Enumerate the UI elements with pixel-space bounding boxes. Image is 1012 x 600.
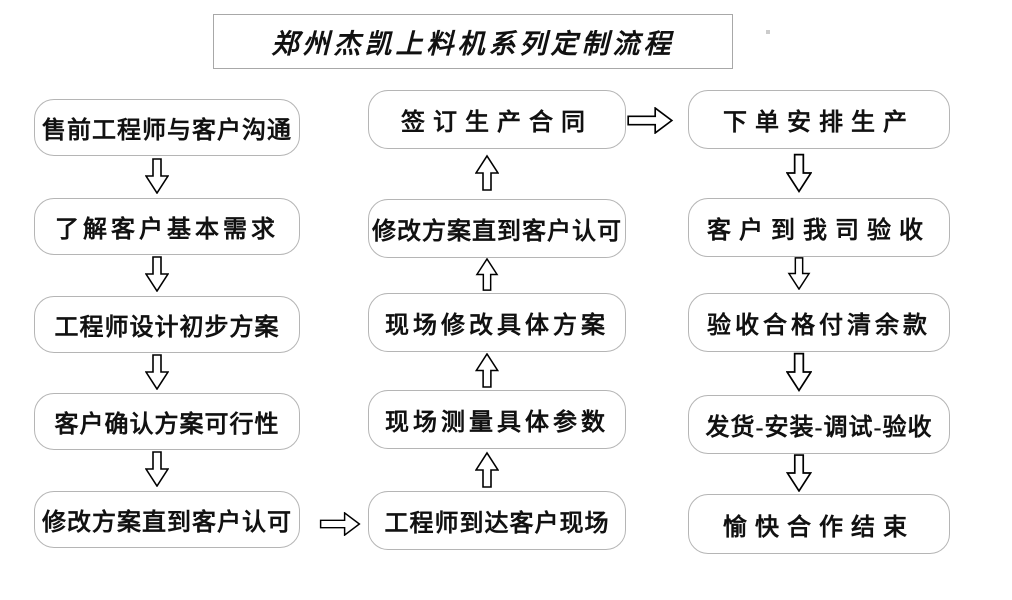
right-arrow-icon (623, 107, 677, 134)
flow-step-right-1: 下单安排生产 (688, 90, 950, 149)
flow-step-right-3: 验收合格付清余款 (688, 293, 950, 352)
down-arrow-icon (786, 152, 812, 194)
flow-step-left-2: 了解客户基本需求 (34, 198, 300, 255)
page-title: 郑州杰凯上料机系列定制流程 (271, 29, 675, 59)
flow-step-middle-3: 现场修改具体方案 (368, 293, 626, 352)
up-arrow-icon (475, 152, 499, 194)
flow-step-left-3: 工程师设计初步方案 (34, 296, 300, 353)
flow-step-middle-2: 修改方案直到客户认可 (368, 199, 626, 258)
down-arrow-icon (145, 158, 169, 194)
flow-step-middle-1: 签订生产合同 (368, 90, 626, 149)
up-arrow-icon (475, 258, 499, 291)
flow-step-left-5: 修改方案直到客户认可 (34, 491, 300, 548)
flow-step-right-5: 愉快合作结束 (688, 494, 950, 554)
flow-step-middle-4: 现场测量具体参数 (368, 390, 626, 449)
down-arrow-icon (145, 354, 169, 390)
flow-step-middle-5: 工程师到达客户现场 (368, 491, 626, 550)
flow-step-left-4: 客户确认方案可行性 (34, 393, 300, 450)
flow-step-left-1: 售前工程师与客户沟通 (34, 99, 300, 156)
down-arrow-icon (145, 451, 169, 487)
stray-dot-mark (766, 30, 770, 34)
down-arrow-icon (786, 257, 812, 290)
up-arrow-icon (475, 451, 499, 489)
down-arrow-icon (786, 352, 812, 392)
right-arrow-icon (319, 512, 361, 536)
title-box: 郑州杰凯上料机系列定制流程 (213, 14, 733, 69)
up-arrow-icon (475, 353, 499, 388)
flow-step-right-4: 发货-安装-调试-验收 (688, 395, 950, 454)
down-arrow-icon (786, 454, 812, 492)
down-arrow-icon (145, 256, 169, 292)
flow-step-right-2: 客户到我司验收 (688, 198, 950, 257)
